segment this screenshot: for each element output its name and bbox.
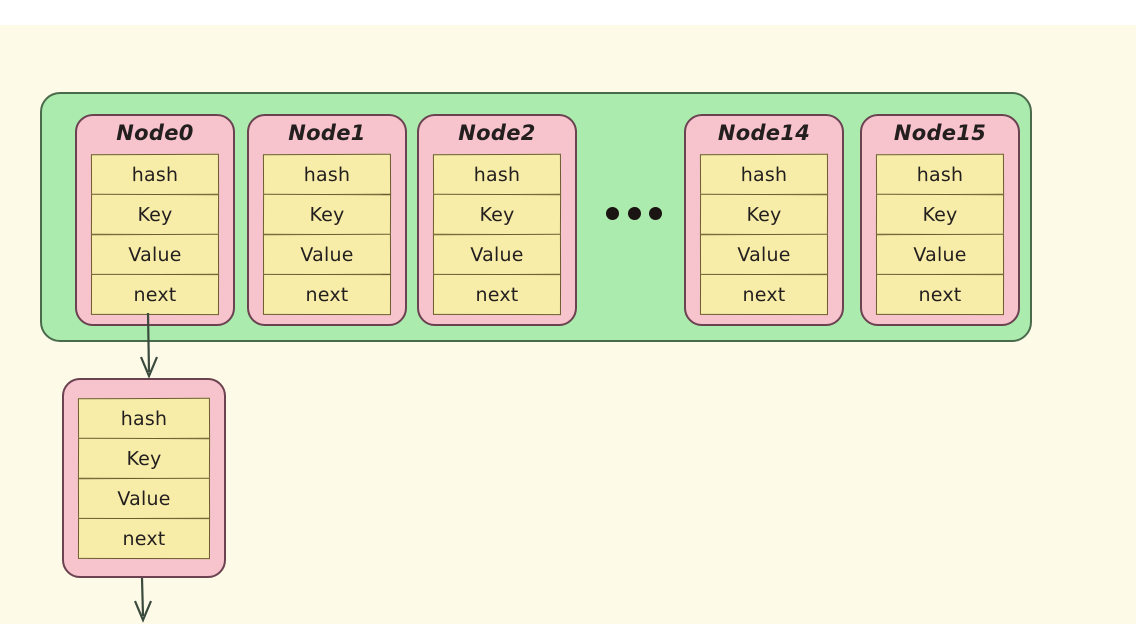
- node-1-field-hash: hash: [262, 153, 392, 196]
- ellipsis-dot-3: [649, 206, 662, 220]
- chained-node[interactable]: hash Key Value next: [62, 378, 226, 578]
- chained-node-fields: hash Key Value next: [77, 397, 211, 560]
- node-14-field-value: Value: [699, 233, 829, 276]
- node-1-field-key: Key: [262, 193, 392, 236]
- node-2-fields: hash Key Value next: [432, 153, 562, 316]
- node-15-fields: hash Key Value next: [875, 153, 1005, 316]
- chained-node-field-next: next: [77, 517, 211, 560]
- node-15-field-hash: hash: [875, 153, 1005, 196]
- ellipsis-indicator: [606, 203, 662, 223]
- node-14[interactable]: Node14 hash Key Value next: [684, 114, 844, 326]
- node-2[interactable]: Node2 hash Key Value next: [417, 114, 577, 326]
- node-1-field-next: next: [262, 273, 392, 316]
- node-2-title: Node2: [458, 121, 536, 145]
- bucket-array-container: Node0 hash Key Value next Node1 hash Key…: [40, 92, 1032, 342]
- node-14-title: Node14: [717, 121, 811, 145]
- chained-node-field-hash: hash: [77, 397, 211, 440]
- node-0-field-key: Key: [90, 193, 220, 236]
- node-14-field-key: Key: [699, 193, 829, 236]
- node-15-field-value: Value: [875, 233, 1005, 276]
- node-1-title: Node1: [288, 121, 366, 145]
- node-0-field-next: next: [90, 273, 220, 316]
- chained-node-field-key: Key: [77, 437, 211, 480]
- node-2-field-next: next: [432, 273, 562, 316]
- node-2-field-hash: hash: [432, 153, 562, 196]
- node-14-field-hash: hash: [699, 153, 829, 196]
- node-15-field-next: next: [875, 273, 1005, 316]
- node-2-field-key: Key: [432, 193, 562, 236]
- node-0-fields: hash Key Value next: [90, 153, 220, 316]
- node-14-fields: hash Key Value next: [699, 153, 829, 316]
- node-1[interactable]: Node1 hash Key Value next: [247, 114, 407, 326]
- node-1-fields: hash Key Value next: [262, 153, 392, 316]
- node-0[interactable]: Node0 hash Key Value next: [75, 114, 235, 326]
- ellipsis-dot-1: [606, 206, 619, 220]
- node-2-field-value: Value: [432, 233, 562, 276]
- chained-node-field-value: Value: [77, 477, 211, 520]
- node-15[interactable]: Node15 hash Key Value next: [860, 114, 1020, 326]
- node-0-field-hash: hash: [90, 153, 220, 196]
- node-14-field-next: next: [699, 273, 829, 316]
- ellipsis-dot-2: [627, 206, 641, 220]
- node-15-field-key: Key: [875, 193, 1005, 236]
- node-15-title: Node15: [893, 121, 987, 145]
- node-0-title: Node0: [116, 121, 194, 145]
- node-0-field-value: Value: [90, 233, 220, 276]
- node-1-field-value: Value: [262, 233, 392, 276]
